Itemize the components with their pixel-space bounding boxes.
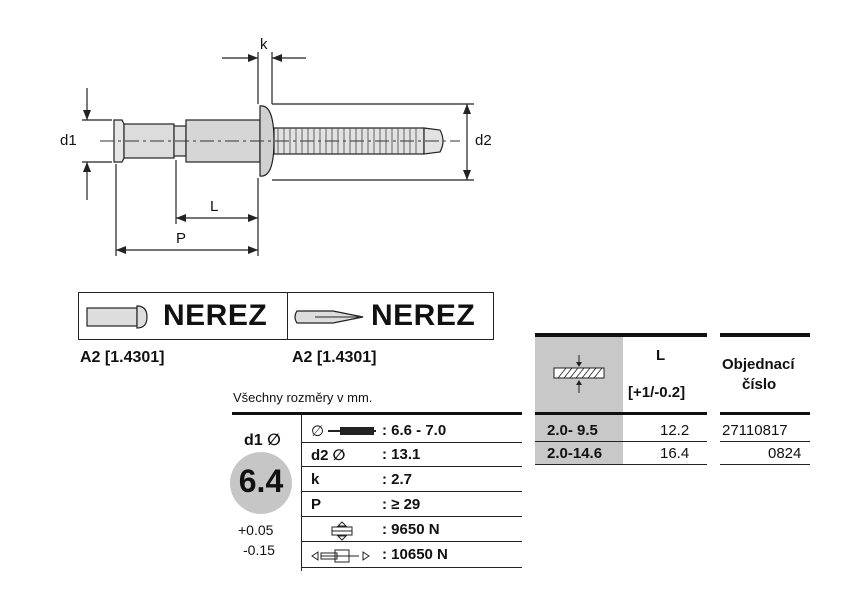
mandrel-material-grade: A2 [1.4301] [292,349,377,366]
header-L-tolerance: [+1/-0.2] [628,384,686,401]
shear-force-icon [331,521,353,541]
dim-label-L: L [210,198,219,215]
d1-value: 6.4 [238,463,284,499]
grip-L: 12.2 [660,422,690,439]
tensile-force-icon [311,549,370,563]
spec-key-0: ∅ [311,423,325,440]
order-number: 0824 [768,445,802,462]
rivet-body-icon [86,305,148,329]
spec-key-3: P [311,496,322,513]
spec-value-0: : 6.6 - 7.0 [382,422,447,439]
spec-key-1: d2 ∅ [311,447,346,464]
spec-value-5: : 10650 N [382,546,448,563]
header-L: L [656,347,666,364]
mandrel-icon [294,310,364,324]
rivet-drawing [82,52,474,256]
dim-label-k: k [260,36,268,53]
spec-value-1: : 13.1 [382,446,421,463]
spec-key-2: k [311,471,320,488]
tolerance-plus: +0.05 [238,522,274,538]
spec-value-3: : ≥ 29 [382,496,421,513]
dim-label-d2: d2 [475,132,492,149]
grip-range-icon [553,355,605,393]
d1-value-badge: 6.4 [230,452,292,514]
spec-value-2: : 2.7 [382,471,413,488]
hole-diameter-icon [328,427,376,435]
dimensions-note: Všechny rozměry v mm. [233,390,373,405]
body-material-grade: A2 [1.4301] [80,349,165,366]
mandrel-material-name: NEREZ [371,299,476,332]
header-order-line1: Objednací [722,356,795,373]
grip-L: 16.4 [660,445,690,462]
grip-range: 2.0-14.6 [547,445,603,462]
body-material-name: NEREZ [163,299,268,332]
grip-range: 2.0- 9.5 [547,422,598,439]
header-order-line2: číslo [742,376,777,393]
tolerance-minus: -0.15 [243,542,275,558]
dim-label-P: P [176,230,187,247]
spec-value-4: : 9650 N [382,521,440,538]
material-box: NEREZ NEREZ [78,292,494,340]
order-number: 27110817 [722,422,788,439]
dim-label-d1: d1 [60,132,77,149]
d1-label: d1 ∅ [244,432,281,449]
